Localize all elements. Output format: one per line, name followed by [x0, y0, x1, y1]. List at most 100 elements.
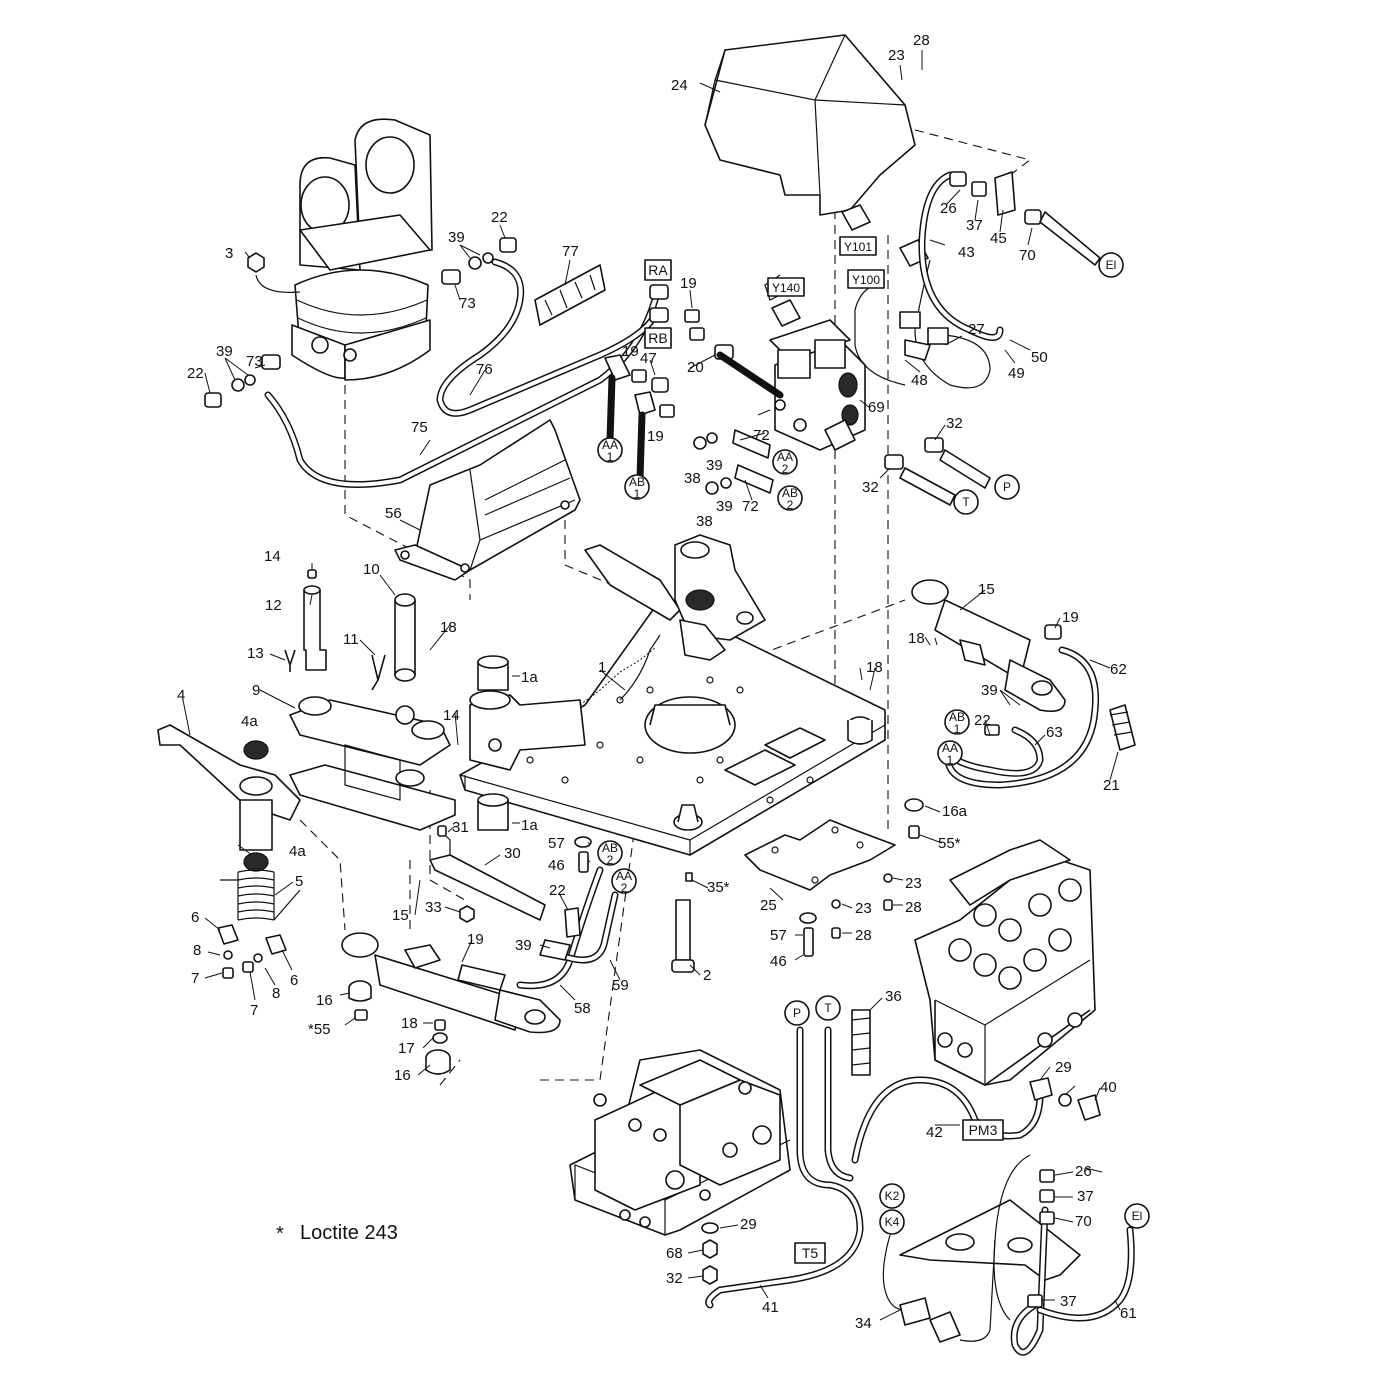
callout-31: 31: [452, 819, 469, 836]
callout-22: 22: [187, 365, 204, 382]
callout-23: 23: [855, 900, 872, 917]
tag-pm3: PM3: [962, 1119, 1004, 1141]
bracket-bottom-right: [899, 1199, 1081, 1281]
hose-43: [899, 171, 1101, 361]
cover-24: [704, 34, 916, 216]
svg-text:AA: AA: [942, 741, 958, 755]
callout-4a: 4a: [241, 713, 258, 730]
tag-aa2-top: AA2: [772, 449, 798, 476]
plug-22-top: [499, 237, 517, 253]
note-star: *: [276, 1223, 284, 1245]
tag-t-bottom: T: [815, 995, 841, 1021]
callout-62: 62: [1110, 661, 1127, 678]
svg-text:Y101: Y101: [844, 240, 872, 254]
tag-ab1-top: AB1: [624, 474, 650, 501]
callout-2: 2: [703, 967, 711, 984]
callout-20: 20: [687, 359, 704, 376]
svg-text:2: 2: [607, 853, 614, 867]
tag-ab2-top: AB2: [777, 485, 803, 512]
callout-48: 48: [911, 372, 928, 389]
svg-text:1: 1: [947, 753, 954, 767]
svg-text:2: 2: [787, 498, 794, 512]
svg-text:AB: AB: [602, 841, 618, 855]
callout-36: 36: [885, 988, 902, 1005]
svg-text:AB: AB: [629, 475, 645, 489]
callout-5: 5: [295, 873, 303, 890]
callout-4: 4: [177, 687, 185, 704]
valve-bank-right: [914, 839, 1096, 1086]
loctite-note: * Loctite 243: [276, 1222, 398, 1245]
clip-11: [371, 654, 386, 691]
callout-40: 40: [1100, 1079, 1117, 1096]
plug-22-left: [204, 392, 222, 408]
callout-28: 28: [855, 927, 872, 944]
callout-16: 16: [316, 992, 333, 1009]
callout-70: 70: [1075, 1213, 1092, 1230]
callout-43: 43: [958, 244, 975, 261]
tag-p-bottom: P: [784, 1000, 810, 1026]
plate-holes: [526, 676, 814, 804]
hoses-62-63: [944, 646, 1100, 789]
tag-aa2-mid: AA2: [611, 868, 637, 895]
svg-text:RB: RB: [648, 330, 667, 346]
callout-57: 57: [770, 927, 787, 944]
tag-ab2-mid: AB2: [597, 840, 623, 867]
callout-16a: 16a: [942, 803, 968, 820]
tag-p-top: P: [994, 474, 1020, 500]
callout-6: 6: [191, 909, 199, 926]
callout-39: 39: [706, 457, 723, 474]
callout-4a: 4a: [289, 843, 306, 860]
callout-18: 18: [440, 619, 457, 636]
callout-1a: 1a: [521, 817, 538, 834]
callout-39: 39: [716, 498, 733, 515]
hub-1-arm: [469, 690, 586, 771]
port-tag-boxes: RA RB Y101 Y100 Y140 PM3 T5: [644, 236, 1004, 1264]
callout-13: 13: [247, 645, 264, 662]
callout-24: 24: [671, 77, 688, 94]
svg-text:K4: K4: [885, 1215, 900, 1229]
callout-39: 39: [216, 343, 233, 360]
base-plate-1: [459, 599, 886, 856]
tag-y101: Y101: [839, 236, 877, 256]
callout-37: 37: [966, 217, 983, 234]
rotator: [291, 118, 433, 381]
callout-59: 59: [612, 977, 629, 994]
callout-37: 37: [1060, 1293, 1077, 1310]
svg-text:AB: AB: [782, 486, 798, 500]
callout-12: 12: [265, 597, 282, 614]
callout-32: 32: [862, 479, 879, 496]
callout-61: 61: [1120, 1305, 1137, 1322]
svg-text:AA: AA: [777, 450, 793, 464]
arm-4: [157, 724, 301, 851]
svg-text:Y100: Y100: [852, 273, 880, 287]
valve-bank-bottom: [569, 1049, 791, 1236]
tag-ab1-right: AB1: [944, 709, 970, 736]
callout-55: *55: [308, 1021, 331, 1038]
fitting-73-b: [441, 269, 461, 285]
callout-14: 14: [264, 548, 281, 565]
callout-15: 15: [392, 907, 409, 924]
callout-28: 28: [913, 32, 930, 49]
svg-text:P: P: [1003, 480, 1011, 494]
callout-27: 27: [968, 321, 985, 338]
hose-42: [851, 1076, 1101, 1164]
fittings-bottom: [701, 1222, 719, 1285]
callout-35: 35*: [707, 879, 730, 896]
svg-text:1: 1: [607, 450, 614, 464]
callout-22: 22: [549, 882, 566, 899]
tag-el-top: El: [1098, 252, 1124, 278]
callout-23: 23: [905, 875, 922, 892]
callout-76: 76: [476, 361, 493, 378]
svg-text:2: 2: [782, 462, 789, 476]
svg-text:Y140: Y140: [772, 281, 800, 295]
svg-text:T: T: [962, 495, 970, 509]
callout-21: 21: [1103, 777, 1120, 794]
note-text: Loctite 243: [300, 1222, 398, 1244]
callout-labels: 24 23 28 3 39 22 73 77 73 39 22 76 75 19…: [177, 32, 1137, 1332]
clip-13: [284, 649, 296, 672]
tag-t5: T5: [794, 1242, 826, 1264]
callout-57: 57: [548, 835, 565, 852]
tag-aa1-right: AA1: [937, 740, 963, 767]
callout-73: 73: [459, 295, 476, 312]
